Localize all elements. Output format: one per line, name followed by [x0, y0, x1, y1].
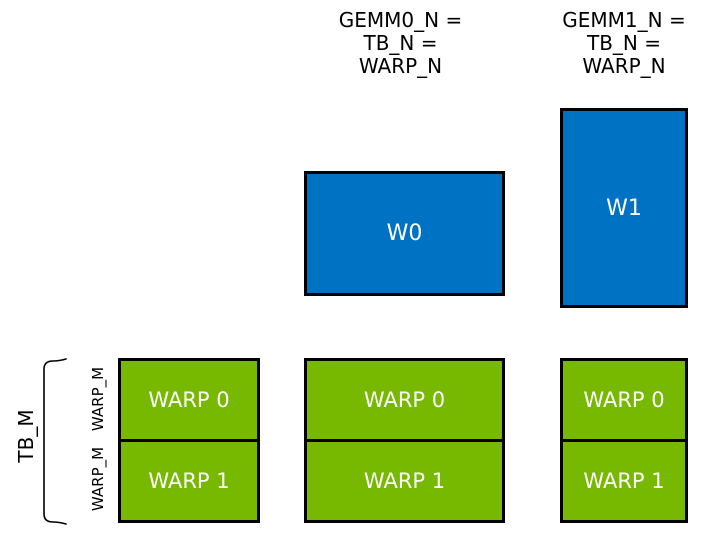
warp-m-label-row1: WARP_M — [89, 446, 107, 512]
warp0-cell-col2: WARP 0 — [563, 361, 685, 442]
gemm0-header-line1: GEMM0_N = — [338, 8, 463, 32]
warp1-cell-col0: WARP 1 — [148, 469, 230, 493]
gemm1-header-line2: TB_N = — [586, 31, 661, 55]
gemm1-header-line1: GEMM1_N = — [562, 8, 686, 32]
warp-tile-column-2: WARP 0 WARP 1 — [560, 358, 688, 523]
tb-m-label: TB_M — [14, 409, 38, 463]
warp1-cell-col2: WARP 1 — [583, 469, 665, 493]
gemm0-header-line2: TB_N = — [363, 31, 438, 55]
warp-tile-column-1: WARP 0 WARP 1 — [304, 358, 505, 523]
gemm1-header-line3: WARP_N — [582, 54, 666, 78]
w1-box: W1 — [560, 108, 688, 308]
warp0-cell-col1: WARP 0 — [307, 361, 502, 442]
tb-m-bracket — [43, 358, 67, 525]
warp0-cell-col0: WARP 0 — [121, 361, 257, 442]
w1-box-label: W1 — [606, 195, 642, 221]
gemm1-column-header: GEMM1_N = TB_N = WARP_N — [556, 9, 692, 78]
w0-box-label: W0 — [386, 221, 423, 246]
w0-box: W0 — [304, 171, 505, 296]
warp-tile-column-0: WARP 0 WARP 1 — [118, 358, 260, 523]
gemm0-column-header: GEMM0_N = TB_N = WARP_N — [300, 9, 501, 78]
warp1-cell-col1: WARP 1 — [363, 469, 446, 493]
gemm0-header-line3: WARP_N — [358, 54, 443, 78]
warp-m-label-row0: WARP_M — [89, 366, 107, 432]
